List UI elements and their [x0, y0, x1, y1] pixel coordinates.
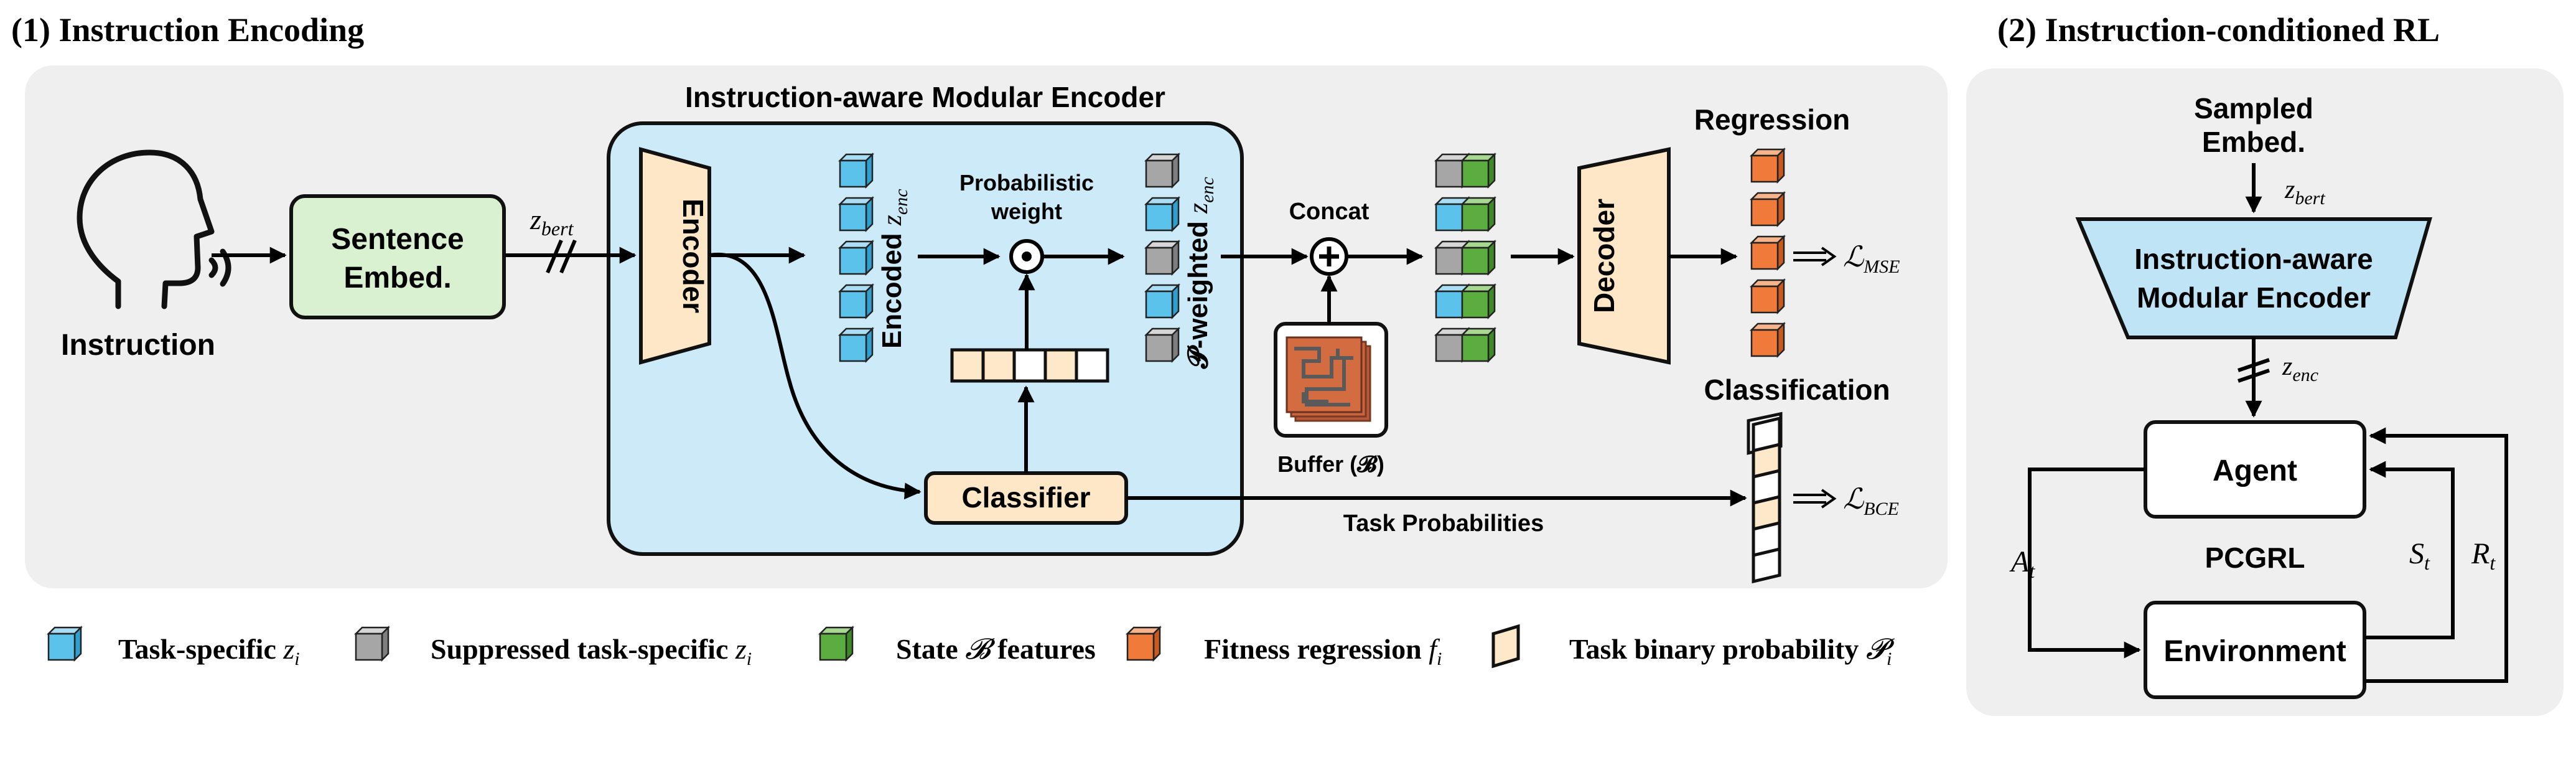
encoded-cube-1: [839, 153, 874, 188]
regression-cube-5: [1750, 322, 1785, 357]
sentence-embed-line1: Sentence: [331, 223, 464, 256]
arrow-state: [2364, 461, 2455, 639]
modular-encoder-title: Instruction-aware Modular Encoder: [685, 81, 1165, 113]
task-probabilities-label: Task Probabilities: [1343, 510, 1544, 537]
regression-cube-2: [1750, 192, 1785, 227]
section2-title: (2) Instruction-conditioned RL: [1997, 11, 2440, 49]
concat-cubes: [1435, 153, 1496, 362]
legend-probability-icon: [1491, 624, 1520, 669]
pweighted-cube-5: [1145, 327, 1180, 362]
concat-cube-5b: [1461, 327, 1496, 362]
sampled-embed-line1: Sampled: [2194, 92, 2313, 125]
regression-cube-4: [1750, 279, 1785, 314]
environment-box: [2144, 601, 2366, 699]
pcgrl-label: PCGRL: [2205, 542, 2305, 574]
encoded-cube-2: [839, 197, 874, 232]
pweighted-cube-3: [1145, 240, 1180, 275]
environment-label: Environment: [2163, 635, 2346, 668]
rl-zbert-label: zbert: [2284, 176, 2325, 209]
concat-cube-4b: [1461, 284, 1496, 319]
decoder-label: Decoder: [1588, 199, 1620, 313]
concat-cube-3b: [1461, 240, 1496, 275]
pweighted-cube-1: [1145, 153, 1180, 188]
p-weighted-cubes: [1145, 153, 1180, 362]
legend-green-cube-icon: [819, 626, 854, 661]
loss-bce: ℒBCE: [1843, 483, 1899, 519]
legend-task-specific: Task-specific zi: [118, 633, 300, 669]
encoded-zenc-label: Encodedzenc: [877, 189, 912, 349]
instruction-label: Instruction: [61, 329, 215, 362]
agent-label: Agent: [2213, 454, 2297, 487]
encoder-trapezoid: [639, 147, 711, 365]
loss-mse: ℒMSE: [1843, 241, 1900, 277]
regression-cube-1: [1750, 148, 1785, 183]
prob-weight-line1: Probabilistic: [959, 170, 1094, 195]
concat-label: Concat: [1289, 199, 1370, 225]
buffer-level-icon: [1286, 336, 1371, 422]
pweighted-cube-2: [1145, 197, 1180, 232]
legend: Task-specific zi Suppressed task-specifi…: [47, 624, 1895, 669]
arrow-action: [2028, 468, 2145, 659]
sentence-embed-line2: Embed.: [343, 261, 451, 294]
rl-zenc-label: zenc: [2282, 352, 2318, 385]
decoder-trapezoid: [1577, 147, 1671, 365]
zenc-slash-1: [2238, 358, 2270, 372]
classification-label: Classification: [1704, 374, 1890, 406]
pweighted-cube-4: [1145, 284, 1180, 319]
classifier-label: Classifier: [961, 481, 1090, 514]
zbert-slash-2: [559, 239, 577, 274]
sentence-embed-box: [289, 194, 506, 319]
rl-module-line2: Modular Encoder: [2137, 281, 2371, 314]
encoder-label: Encoder: [677, 199, 709, 313]
legend-suppressed: Suppressed task-specific zi: [431, 633, 752, 669]
zbert-slash-1: [546, 239, 563, 274]
rl-modular-encoder: [2075, 217, 2432, 339]
bce-implies-arrow: [1793, 489, 1837, 509]
zenc-slash-2: [2238, 369, 2270, 383]
prob-weight-line2: weight: [991, 199, 1062, 224]
regression-cubes: [1750, 148, 1785, 357]
zbert-label: zbert: [530, 204, 574, 240]
buffer-label: Buffer (𝓑): [1277, 451, 1384, 477]
encoded-cube-4: [839, 284, 874, 319]
legend-fitness: Fitness regression fi: [1204, 633, 1442, 669]
pweighted-zenc-label: 𝓟-weightedzenc: [1183, 177, 1218, 369]
mse-implies-arrow: [1793, 247, 1837, 266]
legend-gray-cube-icon: [355, 626, 390, 661]
state-label: St: [2409, 537, 2430, 574]
concat-cube-2b: [1461, 197, 1496, 232]
action-label: At: [2009, 545, 2035, 582]
rl-module-line1: Instruction-aware: [2134, 243, 2373, 275]
legend-state-features: State 𝓑 features: [896, 633, 1096, 665]
classification-vector-cells: [1752, 416, 1781, 584]
regression-cube-3: [1750, 235, 1785, 270]
legend-orange-cube-icon: [1126, 626, 1161, 661]
encoded-cube-5: [839, 327, 874, 362]
encoded-cube-3: [839, 240, 874, 275]
arrow-reward: [2364, 427, 2508, 683]
legend-task-binary: Task binary probability 𝓟i: [1569, 633, 1895, 669]
concat-cube-1b: [1461, 153, 1496, 188]
elementwise-product-dot: [1022, 252, 1032, 261]
encoded-cubes: [839, 153, 874, 362]
modular-encoder-box: [607, 121, 1244, 556]
arrow-encoder-to-classifier: [709, 252, 922, 500]
probability-vector: [950, 348, 1109, 383]
reward-label: Rt: [2471, 537, 2496, 574]
section1-title: (1) Instruction Encoding: [11, 11, 364, 49]
regression-label: Regression: [1694, 103, 1850, 136]
sampled-embed-line2: Embed.: [2202, 126, 2305, 158]
legend-blue-cube-icon: [47, 626, 82, 661]
